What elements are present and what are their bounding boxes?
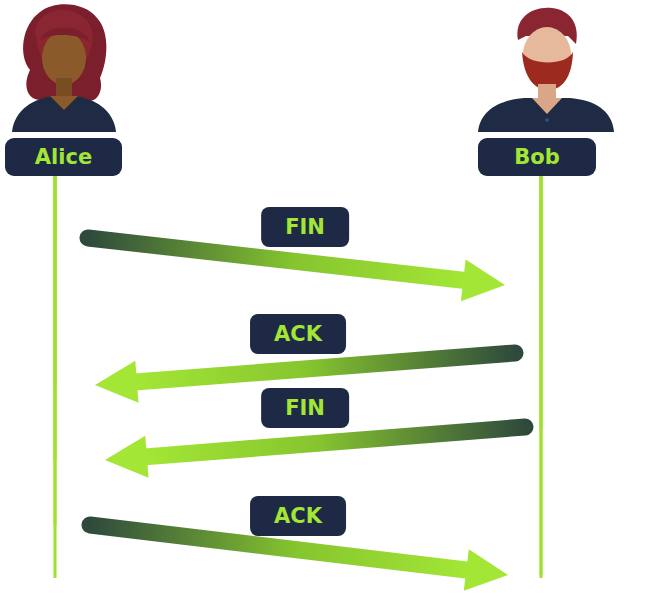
lifeline-lead	[540, 176, 543, 575]
alice-avatar	[12, 4, 116, 132]
message-arrow	[55, 176, 541, 403]
message-arrow	[55, 176, 541, 301]
segment-flag: ACK	[250, 496, 346, 536]
lifeline-lead	[54, 176, 57, 525]
arrow-shaft	[145, 427, 525, 457]
arrow-head	[464, 549, 508, 591]
name-badge: Bob	[478, 138, 596, 176]
name-badge: Alice	[5, 138, 122, 176]
arrow-shaft	[135, 353, 515, 382]
bob-avatar	[478, 8, 614, 132]
person-name: Bob	[514, 145, 559, 169]
arrow-head	[461, 259, 505, 301]
arrow-head	[95, 361, 138, 403]
arrow-head	[105, 436, 149, 478]
segment-flag: FIN	[261, 388, 349, 428]
message-arrow	[55, 176, 541, 478]
segment-flag: ACK	[250, 314, 346, 354]
segment-flag: FIN	[261, 207, 349, 247]
person-name: Alice	[35, 145, 92, 169]
message-arrow	[55, 176, 541, 591]
